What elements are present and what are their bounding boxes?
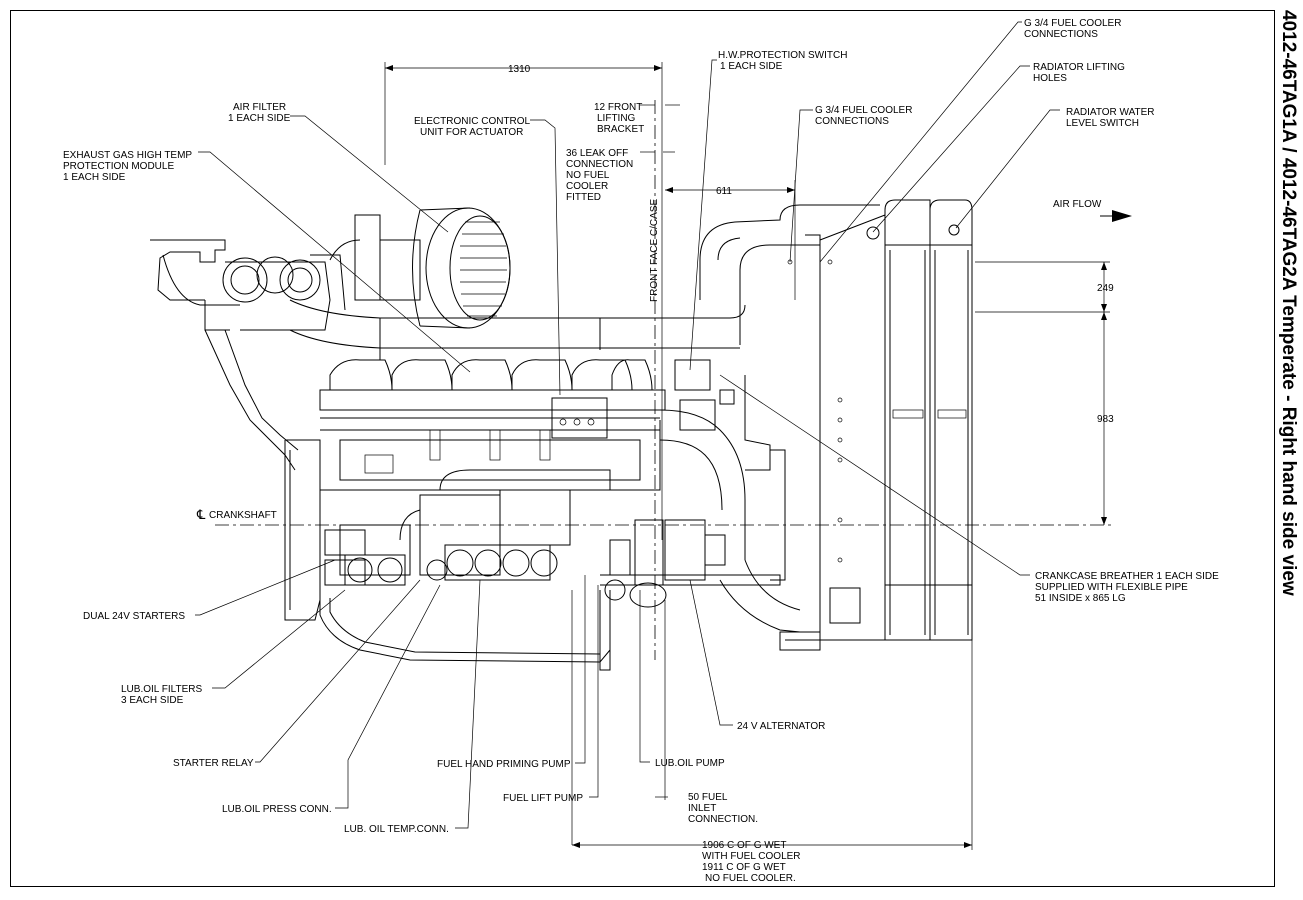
label-lub-pump: LUB.OIL PUMP — [655, 758, 725, 769]
label-lub-filters-1: LUB.OIL FILTERS — [121, 684, 202, 695]
engine-outline — [150, 204, 880, 671]
label-exhaust-1: EXHAUST GAS HIGH TEMP — [63, 150, 192, 161]
annotations: 1310 611 249 983 12 FRONT LIFTING BRACKE… — [63, 18, 1219, 884]
dim-50-line3: CONNECTION. — [688, 814, 758, 825]
dim-36-line4: COOLER — [566, 181, 608, 192]
dim-50-line1: 50 FUEL — [688, 792, 728, 803]
dim-12-line2: LIFTING — [597, 113, 636, 124]
dim-611: 611 — [716, 186, 732, 197]
dim-50-line2: INLET — [688, 803, 716, 814]
dim-1310: 1310 — [508, 64, 531, 75]
radiator — [779, 199, 973, 651]
label-radiator-lifting-2: HOLES — [1033, 73, 1067, 84]
label-lub-press: LUB.OIL PRESS CONN. — [222, 804, 332, 815]
label-fuel-cooler-mid-1: G 3/4 FUEL COOLER — [815, 105, 912, 116]
dim-1906-line2: WITH FUEL COOLER — [702, 851, 801, 862]
label-starters: DUAL 24V STARTERS — [83, 611, 185, 622]
label-air-filter-2: 1 EACH SIDE — [228, 113, 291, 124]
dim-1906-line1: 1906 C OF G WET — [702, 840, 786, 851]
label-fuel-cooler-top-2: CONNECTIONS — [1024, 29, 1098, 40]
label-breather-1: CRANKCASE BREATHER 1 EACH SIDE — [1035, 571, 1219, 582]
dim-36-line5: FITTED — [566, 192, 601, 203]
dim-12-line3: BRACKET — [597, 124, 644, 135]
dim-1906-line3: 1911 C OF G WET — [702, 862, 786, 873]
label-radiator-water-2: LEVEL SWITCH — [1066, 118, 1139, 129]
label-air-filter-1: AIR FILTER — [233, 102, 286, 113]
label-fuel-lift: FUEL LIFT PUMP — [503, 793, 583, 804]
dim-12-line1: 12 FRONT — [594, 102, 642, 113]
label-lub-temp: LUB. OIL TEMP.CONN. — [344, 824, 449, 835]
label-radiator-water-1: RADIATOR WATER — [1066, 107, 1155, 118]
dim-249: 249 — [1097, 283, 1114, 294]
label-radiator-lifting-1: RADIATOR LIFTING — [1033, 62, 1125, 73]
label-exhaust-2: PROTECTION MODULE — [63, 161, 174, 172]
dimension-lines — [215, 62, 1132, 850]
dim-983: 983 — [1097, 414, 1114, 425]
label-breather-3: 51 INSIDE x 865 LG — [1035, 593, 1126, 604]
label-breather-2: SUPPLIED WITH FLEXIBLE PIPE — [1035, 582, 1188, 593]
label-ecu-1: ELECTRONIC CONTROL — [414, 116, 531, 127]
label-lub-filters-2: 3 EACH SIDE — [121, 695, 184, 706]
label-ecu-2: UNIT FOR ACTUATOR — [420, 127, 523, 138]
label-front-face: FRONT FACE C/CASE — [649, 199, 660, 302]
label-crankshaft: CRANKSHAFT — [209, 510, 277, 521]
dim-36-line1: 36 LEAK OFF — [566, 148, 628, 159]
drawing-frame — [10, 10, 1275, 887]
label-fuel-hand: FUEL HAND PRIMING PUMP — [437, 759, 571, 770]
label-hw-switch-2: 1 EACH SIDE — [720, 61, 783, 72]
dim-36-line2: CONNECTION — [566, 159, 633, 170]
label-exhaust-3: 1 EACH SIDE — [63, 172, 126, 183]
label-fuel-cooler-top-1: G 3/4 FUEL COOLER — [1024, 18, 1121, 29]
label-air-flow: AIR FLOW — [1053, 199, 1102, 210]
label-starter-relay: STARTER RELAY — [173, 758, 254, 769]
label-fuel-cooler-mid-2: CONNECTIONS — [815, 116, 889, 127]
crankshaft-symbol: ℄ — [196, 507, 206, 522]
dim-1906-line4: NO FUEL COOLER. — [705, 873, 796, 884]
leader-lines — [195, 21, 1060, 829]
dim-36-line3: NO FUEL — [566, 170, 610, 181]
label-alternator: 24 V ALTERNATOR — [737, 721, 825, 732]
label-hw-switch-1: H.W.PROTECTION SWITCH — [718, 50, 847, 61]
